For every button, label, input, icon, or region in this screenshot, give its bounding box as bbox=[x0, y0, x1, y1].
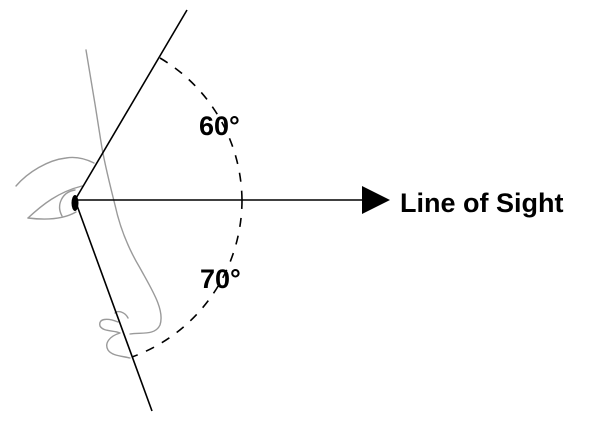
line-of-sight-arrowhead bbox=[362, 186, 390, 214]
lip-line bbox=[99, 318, 131, 359]
eyebrow-line bbox=[15, 156, 95, 187]
eyeball-line bbox=[58, 189, 76, 217]
lower-field-boundary-line bbox=[74, 199, 153, 412]
upper-angle-arc bbox=[159, 57, 243, 201]
fov-lines bbox=[74, 9, 366, 412]
face-profile bbox=[15, 49, 162, 359]
eyelid-line bbox=[27, 185, 83, 219]
lower-angle-label: 70° bbox=[200, 264, 241, 294]
upper-field-boundary-line bbox=[74, 9, 188, 201]
angle-arcs bbox=[131, 57, 243, 358]
face-profile-line bbox=[85, 49, 162, 335]
line-of-sight-label: Line of Sight bbox=[400, 188, 563, 218]
upper-angle-label: 60° bbox=[199, 111, 240, 141]
lower-angle-arc bbox=[131, 199, 243, 358]
lower-eyelid-line bbox=[27, 211, 77, 220]
